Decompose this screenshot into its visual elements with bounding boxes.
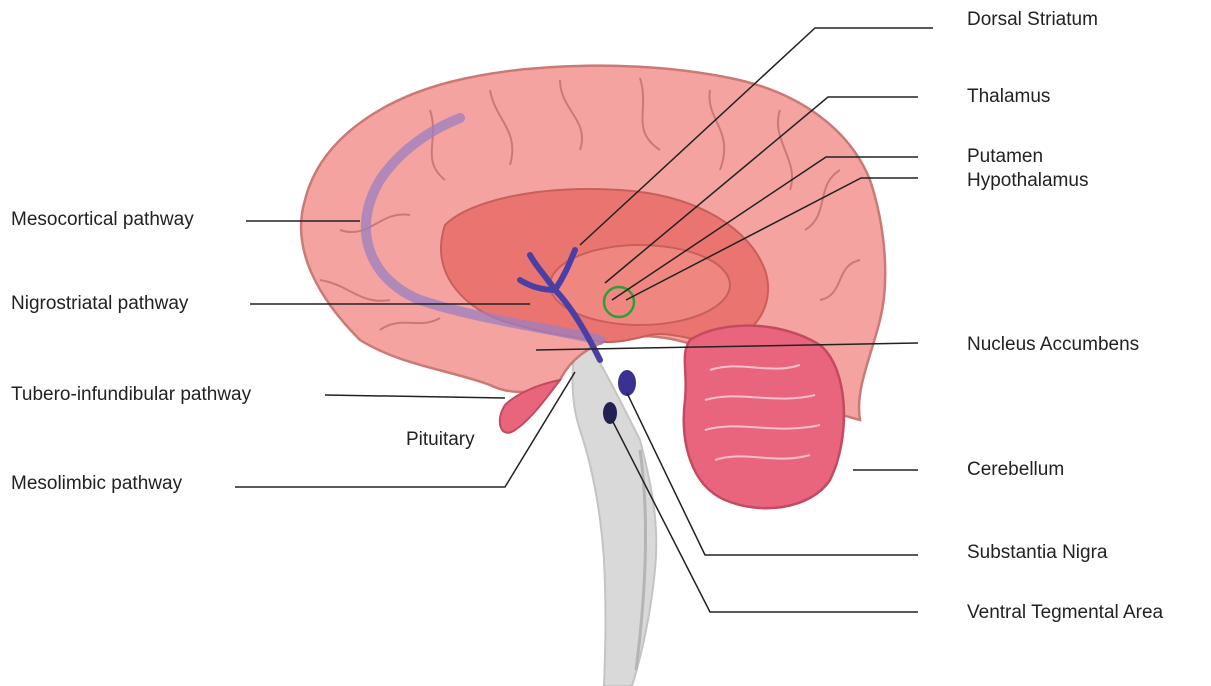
label-substantia-nigra: Substantia Nigra [967,542,1107,564]
label-nucleus-accumbens: Nucleus Accumbens [967,334,1139,356]
label-mesocortical-pathway: Mesocortical pathway [11,209,194,231]
thalamus-shape [550,245,730,325]
label-ventral-tegmental-area: Ventral Tegmental Area [967,602,1163,624]
label-dorsal-striatum: Dorsal Striatum [967,9,1098,31]
substantia-nigra-nucleus [618,370,636,396]
label-putamen: Putamen [967,146,1043,168]
label-tubero-infundibular-pathway: Tubero-infundibular pathway [11,384,251,406]
label-mesolimbic-pathway: Mesolimbic pathway [11,473,182,495]
ventral-tegmental-nucleus [603,402,617,424]
label-pituitary: Pituitary [406,429,475,451]
label-cerebellum: Cerebellum [967,459,1064,481]
label-thalamus: Thalamus [967,86,1050,108]
label-hypothalamus: Hypothalamus [967,170,1088,192]
leader-tubero [325,395,505,398]
label-nigrostriatal-pathway: Nigrostriatal pathway [11,293,188,315]
cerebellum-shape [684,326,844,509]
